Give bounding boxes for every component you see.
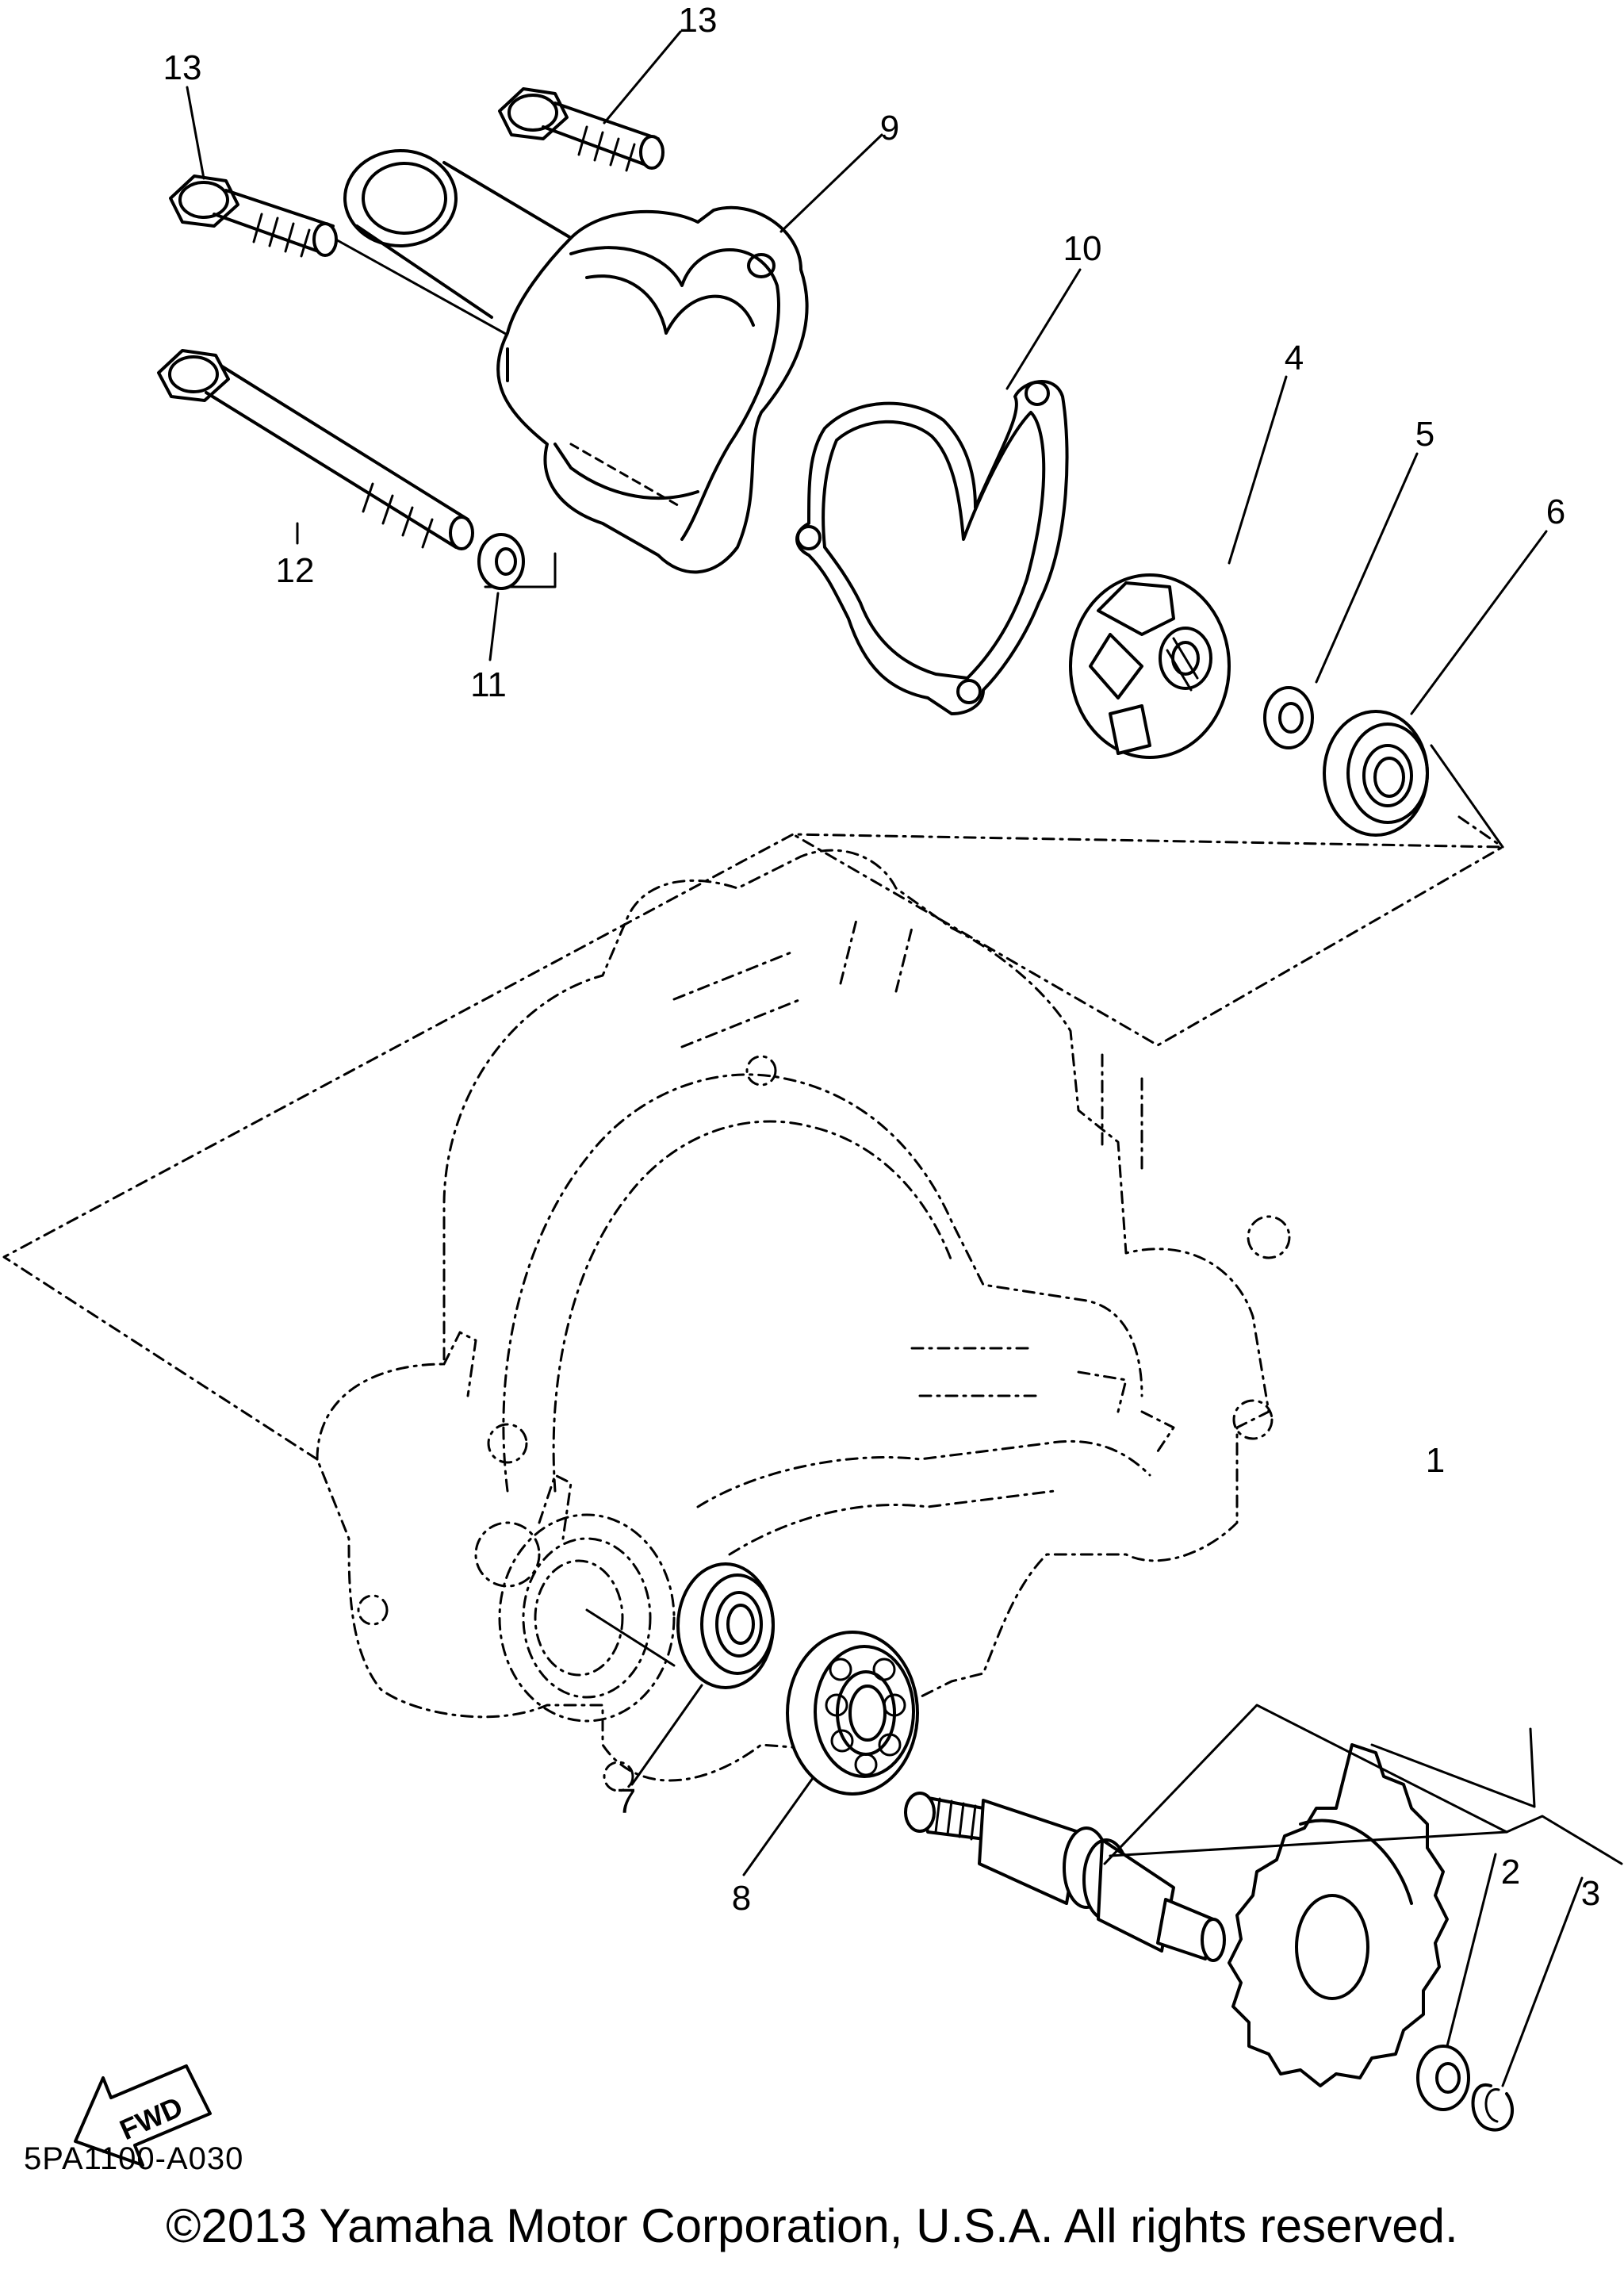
callout-12: 12 — [276, 551, 315, 590]
circlip-3 — [1471, 2083, 1515, 2132]
callout-7: 7 — [617, 1782, 636, 1821]
callout-3: 3 — [1581, 1874, 1600, 1913]
callout-13a: 13 — [163, 48, 202, 87]
leader-lines — [186, 30, 1623, 2087]
impeller-4 — [1069, 573, 1231, 759]
callout-4: 4 — [1285, 339, 1304, 378]
pump-cover-9 — [343, 149, 809, 574]
callout-9: 9 — [880, 109, 899, 148]
crankcase-outline — [316, 849, 1291, 1792]
bolt-13b — [498, 87, 665, 172]
callout-11: 11 — [470, 665, 507, 704]
washer-5 — [1263, 686, 1314, 749]
callout-2: 2 — [1501, 1853, 1520, 1891]
callout-1: 1 — [1426, 1441, 1445, 1480]
callout-10: 10 — [1063, 229, 1102, 268]
gear — [1228, 1743, 1449, 2087]
gasket-10 — [795, 380, 1069, 715]
washer-2 — [1416, 2045, 1470, 2111]
callout-6: 6 — [1546, 493, 1565, 531]
callout-5: 5 — [1415, 415, 1434, 454]
washer-11 — [477, 533, 525, 590]
bearing-8 — [786, 1631, 919, 1796]
oil-seal-6 — [1323, 710, 1429, 837]
impeller-shaft-1 — [904, 1792, 1226, 1962]
diagram-reference-code: 5PA1100-A030 — [24, 2141, 244, 2176]
bolt-12 — [157, 349, 474, 550]
oil-seal-7 — [676, 1562, 775, 1689]
callout-numbers: 1 2 3 4 5 6 7 8 9 10 11 12 13 13 — [163, 1, 1601, 1918]
copyright-notice: ©2013 Yamaha Motor Corporation, U.S.A. A… — [166, 2199, 1458, 2252]
fwd-arrow-icon: FWD — [74, 2064, 212, 2167]
bolt-13a — [169, 174, 338, 258]
callout-13b: 13 — [679, 1, 718, 40]
callout-8: 8 — [732, 1879, 751, 1918]
